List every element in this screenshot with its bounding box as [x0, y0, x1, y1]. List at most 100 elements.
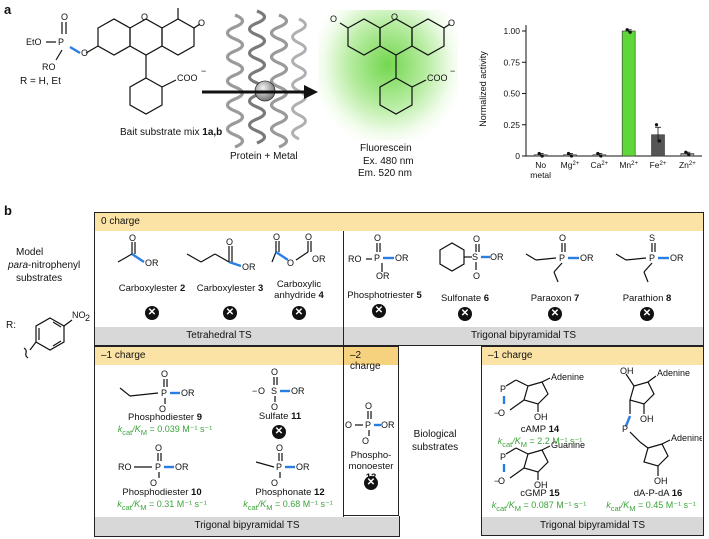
name-11: Sulfate — [258, 411, 292, 422]
c9-o-minus: O — [159, 404, 166, 412]
name-2: Carboxylester — [118, 283, 180, 294]
name-4b: anhydride — [274, 290, 319, 301]
minus1-charge-bar: –1 charge — [95, 347, 343, 365]
chart-x-tick-label: Mg2+ — [561, 160, 580, 170]
bait-coo: COO — [177, 73, 198, 83]
c14-o: O — [498, 408, 505, 418]
chart-x-tick-label-line2: metal — [530, 170, 551, 180]
bait-caption-text: Bait substrate mix — [120, 127, 203, 138]
minus2-charge-bar: –2 charge — [344, 347, 398, 372]
c9-p: P — [161, 388, 167, 398]
c6-o-top: O — [473, 234, 480, 244]
cgmp-15-structure: Guanine OH P − O — [494, 440, 585, 490]
c12-o: O — [276, 443, 283, 453]
chart-y-tick-label: 1.00 — [503, 26, 520, 36]
num-12: 12 — [314, 487, 325, 498]
c7-p: P — [559, 253, 565, 263]
c11-minus: − — [252, 386, 257, 396]
c10-or: OR — [175, 462, 189, 472]
c11-o-top: O — [271, 367, 278, 377]
c11-or: OR — [291, 386, 305, 396]
rate-16-m: M — [629, 503, 636, 513]
minus-box-bottom-frame — [94, 516, 400, 537]
c15-minus: − — [494, 476, 499, 486]
bio-charge-bar: –1 charge — [482, 347, 703, 365]
rate-15-m: M — [514, 503, 521, 513]
num-3: 3 — [257, 283, 264, 294]
rate-14-k: k — [497, 436, 503, 446]
bait-coo-minus: − — [201, 66, 206, 76]
chart-point — [628, 30, 632, 34]
chart-y-tick-label: 0.25 — [503, 120, 520, 130]
c9-o: O — [161, 369, 168, 379]
c4-o2: O — [287, 258, 294, 268]
rate-9-unit: M⁻¹ s⁻¹ — [179, 424, 213, 434]
model-label-line3: substrates — [16, 273, 63, 284]
rate-12-sep: /K — [257, 499, 267, 509]
caption-compound-15: cGMP 15 — [500, 488, 580, 499]
c14-adenine: Adenine — [551, 372, 584, 382]
c10-p: P — [155, 462, 161, 472]
fluorescein-glow — [318, 10, 458, 140]
num-7: 7 — [574, 293, 580, 304]
rate-12-value: 0.68 — [282, 499, 301, 509]
zero-charge-divider — [343, 231, 344, 346]
chart-point — [654, 123, 659, 127]
bait-o-right: O — [198, 18, 205, 28]
no2-group: NO — [72, 310, 86, 320]
rate-15-sep: /K — [506, 500, 515, 510]
c8-p: P — [649, 253, 655, 263]
rate-9-m: M — [140, 427, 147, 437]
bio-charge-box — [481, 346, 704, 536]
bait-o-ether: O — [81, 48, 88, 58]
c5-or-bottom: OR — [376, 271, 390, 280]
chart-point — [537, 151, 541, 156]
num-10: 10 — [191, 487, 202, 498]
caption-compound-12: Phosphonate 12 — [240, 487, 340, 498]
c8-s: S — [649, 233, 655, 243]
biological-substrates-label: Biological substrates — [412, 428, 458, 454]
c13-or: OR — [381, 420, 395, 430]
c13-p: P — [365, 420, 371, 430]
c2-or: OR — [145, 258, 159, 268]
rate-9-k: k — [117, 424, 123, 434]
num-6: 6 — [483, 293, 490, 304]
c8-or: OR — [670, 253, 684, 263]
rate-15-cat: cat — [496, 503, 507, 513]
rate-10-cat: cat — [121, 502, 132, 512]
carboxylester-3-structure: O OR — [186, 237, 256, 272]
chart-y-tick-label: 0 — [515, 151, 520, 161]
rate-12-m: M — [266, 502, 273, 512]
chart-point — [569, 154, 574, 158]
chart-x-tick-label: Zn2+ — [679, 160, 696, 170]
c6-or: OR — [490, 252, 504, 262]
c10-o-minus: O — [150, 478, 157, 486]
num-16: 16 — [671, 488, 683, 499]
excitation-wavelength: Ex. 480 nm — [363, 156, 414, 167]
rate-15-value: 0.087 — [531, 500, 554, 510]
name-16: dA-P-dA — [633, 488, 672, 499]
name-12: Phosphonate — [255, 487, 315, 498]
name-7: Paraoxon — [530, 293, 574, 304]
c9-or: OR — [181, 388, 195, 398]
parathion-8-structure: S P OR — [615, 233, 684, 283]
c15-guanine: Guanine — [551, 440, 585, 450]
c4-o1: O — [273, 232, 280, 242]
fluor-o-right: O — [448, 18, 455, 28]
caption-compound-3: Carboxylester 3 — [190, 283, 270, 294]
rate-10-value: 0.31 — [156, 499, 175, 509]
rate-compound-16: kcat/KM = 0.45 M⁻¹ s⁻¹ — [606, 500, 696, 513]
rate-16-cat: cat — [610, 503, 621, 513]
zero-charge-box — [94, 212, 704, 346]
num-2: 2 — [179, 283, 186, 294]
rate-16-k: k — [606, 500, 611, 510]
model-label-line2: para-nitrophenyl — [8, 259, 80, 272]
caption-compound-2: Carboxylester 2 — [112, 283, 192, 294]
c14-oh: OH — [534, 412, 548, 422]
bait-caption: Bait substrate mix 1a,b — [120, 127, 222, 138]
c12-p: P — [276, 462, 282, 472]
c13-o-left: O — [345, 420, 352, 430]
c16-oh-mid: OH — [640, 414, 654, 424]
num-15: 15 — [549, 488, 560, 499]
